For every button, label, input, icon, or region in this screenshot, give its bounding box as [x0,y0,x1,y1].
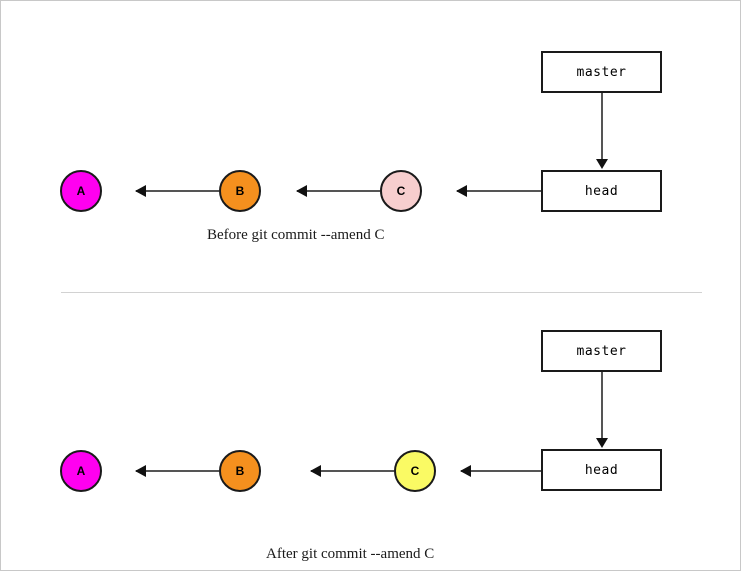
commit-node-a-before: A [60,170,102,212]
commit-label: A [76,464,86,478]
panel-after: A B C master head After git commit --ame… [1,293,740,570]
commit-node-c-before: C [380,170,422,212]
commit-label: B [235,464,245,478]
arrow-master-to-head-before [596,93,608,169]
arrow-c-to-b-after [310,465,394,477]
ref-label: master [576,343,627,359]
commit-label: C [396,184,406,198]
panel-before: A B C master head Before git commit --am… [1,1,740,292]
caption-after: After git commit --amend C [266,546,435,562]
commit-node-c-after: C [394,450,436,492]
commit-label: B [235,184,245,198]
caption-before: Before git commit --amend C [207,227,385,243]
ref-label: head [584,462,619,478]
arrow-master-to-head-after [596,372,608,448]
arrow-c-to-b-before [296,185,380,197]
arrow-b-to-a-before [135,185,219,197]
arrow-head-to-c-after [460,465,541,477]
ref-box-master-after: master [541,330,662,372]
panel-divider [61,292,702,293]
commit-node-a-after: A [60,450,102,492]
arrow-b-to-a-after [135,465,219,477]
ref-label: master [576,64,627,80]
ref-box-master-before: master [541,51,662,93]
ref-box-head-after: head [541,449,662,491]
ref-label: head [584,183,619,199]
arrow-head-to-c-before [456,185,541,197]
ref-box-head-before: head [541,170,662,212]
commit-node-b-after: B [219,450,261,492]
commit-label: C [410,464,420,478]
commit-node-b-before: B [219,170,261,212]
commit-label: A [76,184,86,198]
